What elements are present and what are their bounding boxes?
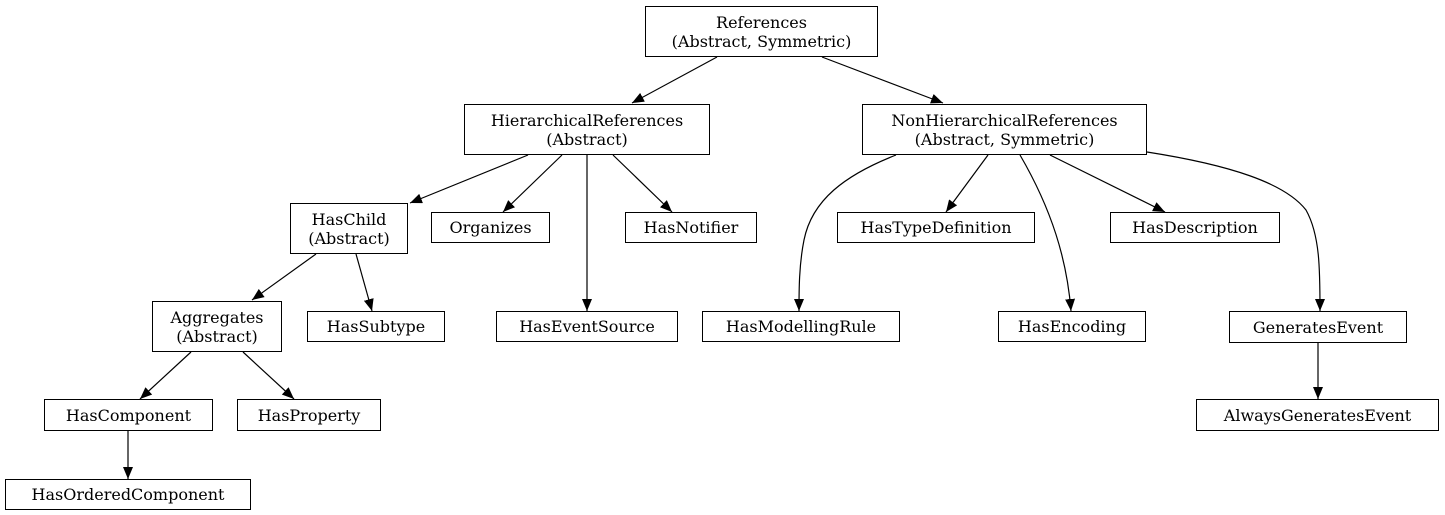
edge-haschild-aggregates xyxy=(251,253,317,301)
edge-aggregates-hasproperty xyxy=(242,351,295,400)
node-alwaysgeneratesevent-label: AlwaysGeneratesEvent xyxy=(1223,405,1412,425)
node-haschild-label: HasChild xyxy=(311,209,387,229)
edge-haschild-hassubtype xyxy=(355,253,374,312)
node-nonhierarchical-references: NonHierarchicalReferences (Abstract, Sym… xyxy=(862,104,1147,155)
node-nonhierarchical-references-qualifier: (Abstract, Symmetric) xyxy=(914,129,1095,149)
node-hassubtype-label: HasSubtype xyxy=(326,317,426,336)
edge-hierarchical-hasnotifier xyxy=(612,154,673,213)
edge-hierarchical-haschild xyxy=(409,154,529,204)
node-hasorderedcomponent: HasOrderedComponent xyxy=(5,479,251,510)
node-hassubtype: HasSubtype xyxy=(307,311,445,342)
node-hasmodellingrule-label: HasModellingRule xyxy=(725,317,877,336)
node-hasencoding: HasEncoding xyxy=(998,311,1146,342)
node-organizes-label: Organizes xyxy=(449,218,532,237)
node-haseventsource-label: HasEventSource xyxy=(519,317,655,336)
node-aggregates-label: Aggregates xyxy=(170,307,264,327)
node-nonhierarchical-references-label: NonHierarchicalReferences xyxy=(891,110,1118,130)
node-aggregates-qualifier: (Abstract) xyxy=(176,326,258,346)
node-hasdescription: HasDescription xyxy=(1110,212,1280,243)
edge-references-nonhierarchical xyxy=(821,56,944,104)
node-hierarchical-references: HierarchicalReferences (Abstract) xyxy=(464,104,710,155)
node-hasorderedcomponent-label: HasOrderedComponent xyxy=(31,485,225,504)
node-hasnotifier: HasNotifier xyxy=(625,212,757,243)
edge-hierarchical-organizes xyxy=(502,154,563,213)
node-haschild-qualifier: (Abstract) xyxy=(308,228,390,248)
node-hasencoding-label: HasEncoding xyxy=(1017,317,1127,336)
node-hasproperty: HasProperty xyxy=(237,399,381,431)
node-references-label: References xyxy=(716,12,807,32)
node-generatesevent-label: GeneratesEvent xyxy=(1252,317,1384,337)
edge-nonhierarchical-hasdescription xyxy=(1049,154,1166,213)
node-organizes: Organizes xyxy=(431,212,550,243)
node-hierarchical-references-qualifier: (Abstract) xyxy=(546,129,628,149)
node-hasnotifier-label: HasNotifier xyxy=(643,218,739,237)
node-references-qualifier: (Abstract, Symmetric) xyxy=(671,31,852,51)
node-haseventsource: HasEventSource xyxy=(496,311,678,342)
node-hasmodellingrule: HasModellingRule xyxy=(702,311,900,342)
edge-nonhierarchical-generatesevent xyxy=(1146,151,1325,312)
node-alwaysgeneratesevent: AlwaysGeneratesEvent xyxy=(1196,399,1439,431)
edge-references-hierarchical xyxy=(631,56,718,104)
node-aggregates: Aggregates (Abstract) xyxy=(152,301,282,352)
node-hierarchical-references-label: HierarchicalReferences xyxy=(490,110,684,130)
node-haschild: HasChild (Abstract) xyxy=(290,203,408,254)
node-hascomponent: HasComponent xyxy=(44,399,213,431)
node-references: References (Abstract, Symmetric) xyxy=(645,6,878,57)
node-hastypedefinition: HasTypeDefinition xyxy=(837,212,1035,243)
edge-nonhierarchical-hasmodellingrule xyxy=(794,154,897,312)
edge-aggregates-hascomponent xyxy=(139,351,192,400)
edge-nonhierarchical-hastypedefinition xyxy=(945,154,989,213)
edge-nonhierarchical-hasencoding xyxy=(1019,154,1076,312)
node-generatesevent: GeneratesEvent xyxy=(1229,311,1407,343)
node-hasproperty-label: HasProperty xyxy=(257,405,361,425)
node-hastypedefinition-label: HasTypeDefinition xyxy=(860,218,1012,237)
node-hascomponent-label: HasComponent xyxy=(65,405,192,425)
node-hasdescription-label: HasDescription xyxy=(1132,218,1258,237)
